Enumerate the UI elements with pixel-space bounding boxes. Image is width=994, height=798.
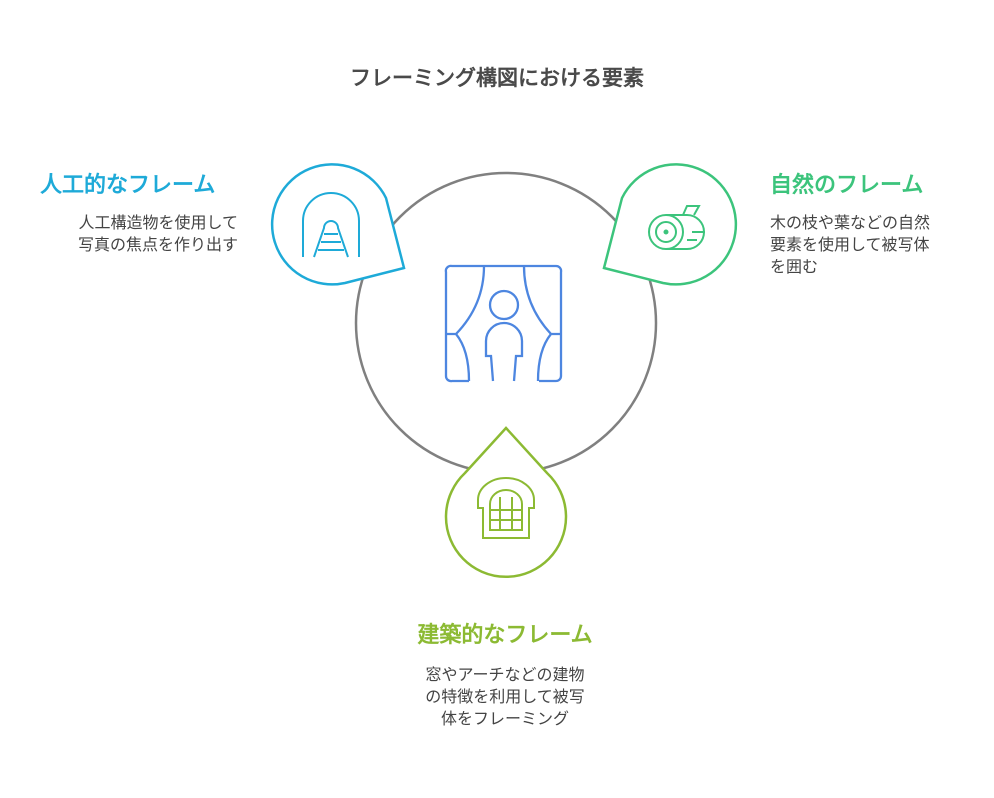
tunnel-railway-icon (302, 192, 360, 258)
natural-frame-drop (602, 163, 738, 286)
diagram-title: フレーミング構図における要素 (350, 66, 644, 90)
architectural-frame-drop (444, 426, 568, 578)
person-curtain-frame-icon (444, 264, 563, 383)
natural-frame-heading: 自然のフレーム (770, 173, 924, 198)
artificial-frame-description: 人工構造物を使用して 写真の焦点を作り出す (77, 213, 238, 254)
log-wood-icon (648, 205, 705, 250)
artificial-frame-drop (270, 163, 406, 286)
architectural-frame-description: 窓やアーチなどの建物 の特徴を利用して被写 体をフレーミング (425, 665, 585, 728)
artificial-frame-heading: 人工的なフレーム (40, 173, 216, 198)
arched-window-icon (477, 477, 535, 539)
architectural-frame-heading: 建築的なフレーム (417, 623, 593, 648)
natural-frame-description: 木の枝や葉などの自然 要素を使用して被写体 を囲む (770, 213, 931, 276)
